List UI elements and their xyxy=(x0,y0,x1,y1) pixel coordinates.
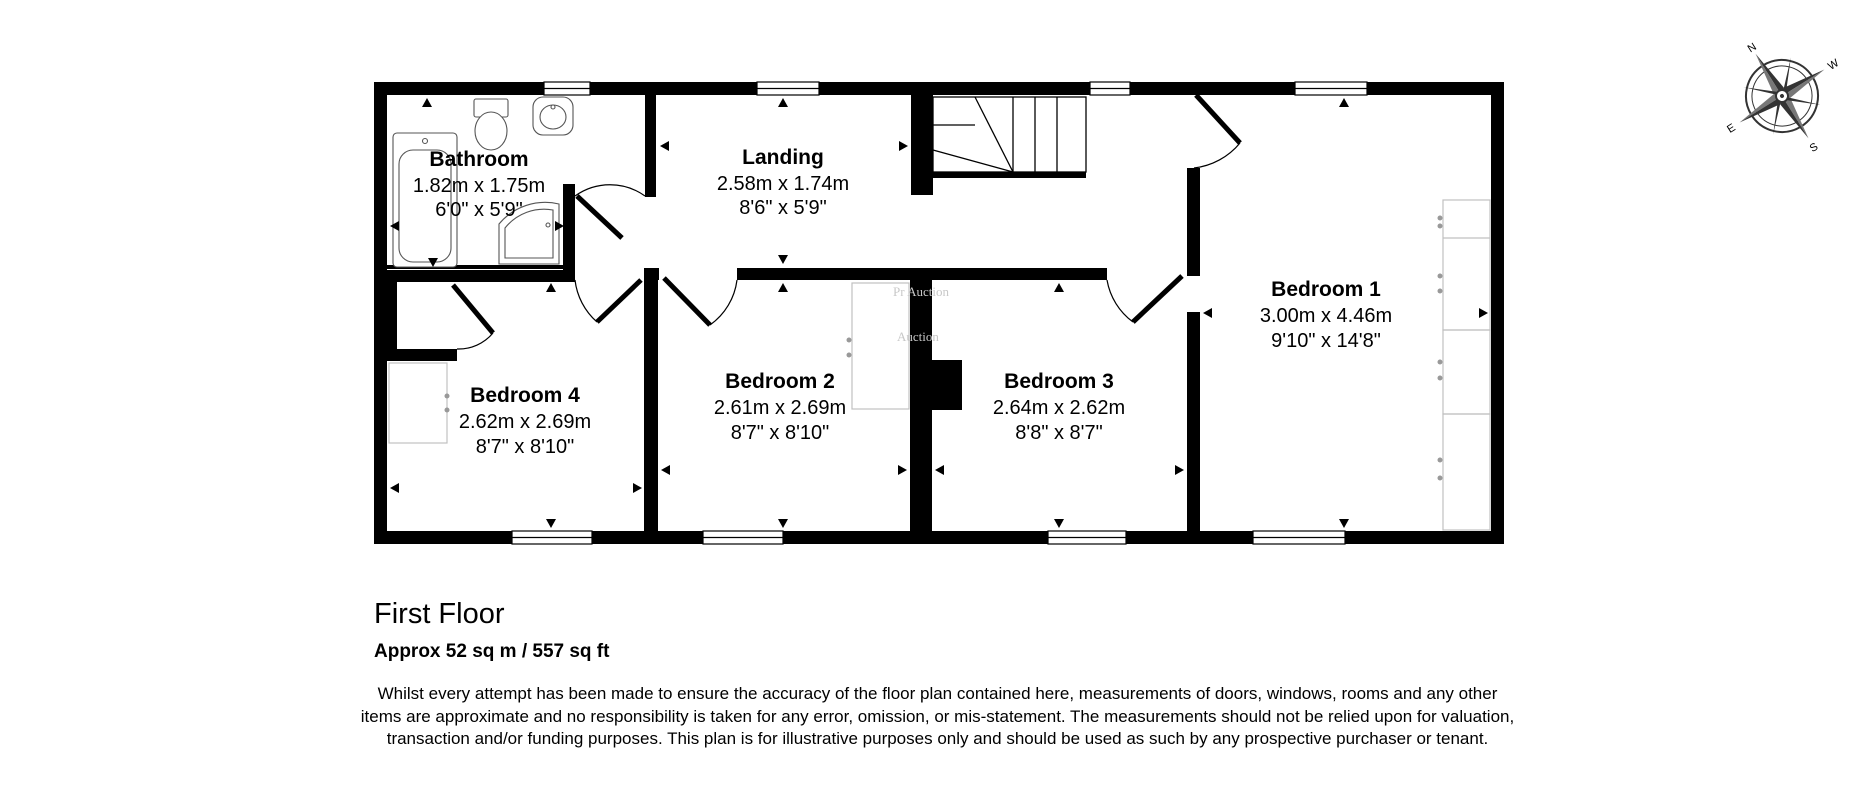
room-imperial: 8'7" x 8'10" xyxy=(476,436,575,458)
compass-icon: N S E W xyxy=(1725,40,1842,155)
room-label-bedroom-4: Bedroom 4 2.62m x 2.69m 8'7" x 8'10" xyxy=(459,384,591,458)
wardrobe xyxy=(1442,413,1491,531)
wardrobe xyxy=(388,362,448,444)
room-label-bedroom-1: Bedroom 1 3.00m x 4.46m 9'10" x 14'8" xyxy=(1260,278,1392,352)
room-name: Bedroom 4 xyxy=(470,384,580,407)
compass-west: W xyxy=(1826,57,1842,73)
wardrobe xyxy=(851,282,910,410)
floor-area: Approx 52 sq m / 557 sq ft xyxy=(374,641,610,662)
watermark-line-1: Pr Auction xyxy=(893,284,949,299)
dimension-arrows xyxy=(390,98,1488,528)
furniture xyxy=(388,199,1491,531)
wardrobe xyxy=(1442,329,1491,415)
compass-south: S xyxy=(1808,141,1821,155)
room-label-bathroom: Bathroom 1.82m x 1.75m 6'0" x 5'9" xyxy=(413,148,545,221)
room-imperial: 8'6" x 5'9" xyxy=(739,197,826,219)
doors xyxy=(451,93,1242,350)
floor-title: First Floor xyxy=(374,598,505,630)
room-label-bedroom-2: Bedroom 2 2.61m x 2.69m 8'7" x 8'10" xyxy=(714,370,846,444)
room-imperial: 9'10" x 14'8" xyxy=(1271,330,1381,352)
room-label-landing: Landing 2.58m x 1.74m 8'6" x 5'9" xyxy=(717,146,849,219)
windows xyxy=(511,81,1368,545)
room-metric: 2.61m x 2.69m xyxy=(714,397,846,419)
stairs xyxy=(932,96,1087,173)
room-name: Bedroom 3 xyxy=(1004,370,1114,393)
watermark-line-2: Auction xyxy=(897,329,939,344)
room-imperial: 8'7" x 8'10" xyxy=(731,422,830,444)
compass-east: E xyxy=(1725,122,1738,136)
room-name: Bedroom 1 xyxy=(1271,278,1381,301)
outer-walls xyxy=(374,82,1504,544)
room-metric: 1.82m x 1.75m xyxy=(413,175,545,197)
room-metric: 2.62m x 2.69m xyxy=(459,411,591,433)
wardrobe-handles xyxy=(444,215,1443,481)
room-label-bedroom-3: Bedroom 3 2.64m x 2.62m 8'8" x 8'7" xyxy=(993,370,1125,444)
room-name: Bathroom xyxy=(429,148,528,171)
room-name: Bedroom 2 xyxy=(725,370,835,393)
room-name: Landing xyxy=(742,146,824,169)
room-imperial: 8'8" x 8'7" xyxy=(1015,422,1102,444)
room-metric: 3.00m x 4.46m xyxy=(1260,305,1392,327)
room-imperial: 6'0" x 5'9" xyxy=(435,199,522,221)
bathroom-fixtures xyxy=(392,96,574,268)
room-metric: 2.58m x 1.74m xyxy=(717,173,849,195)
interior-walls xyxy=(387,95,1200,531)
disclaimer-text: Whilst every attempt has been made to en… xyxy=(360,684,1515,748)
compass-north: N xyxy=(1745,40,1758,54)
room-metric: 2.64m x 2.62m xyxy=(993,397,1125,419)
